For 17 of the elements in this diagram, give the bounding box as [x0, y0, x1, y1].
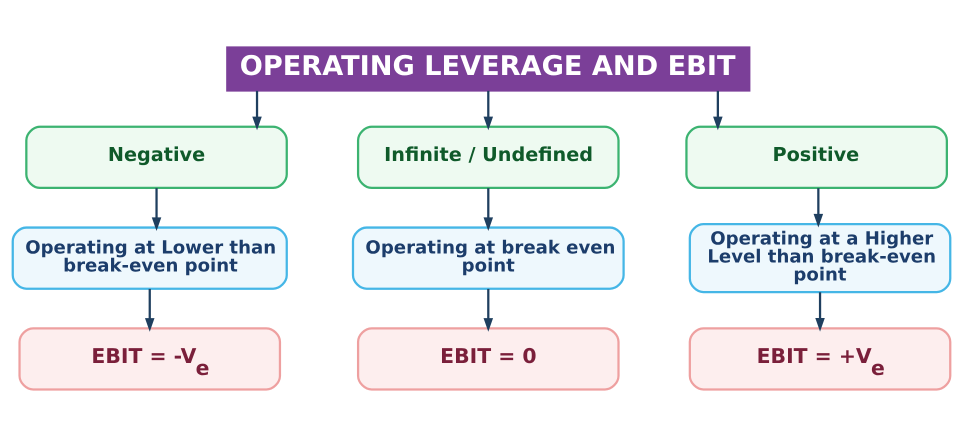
node-box: Positive	[685, 126, 948, 190]
arrow	[815, 292, 825, 332]
node-box: Operating at a Higher Level than break-even point	[688, 223, 952, 294]
arrow	[152, 188, 162, 231]
arrow	[144, 288, 155, 332]
arrow	[713, 90, 723, 130]
node-box: EBIT = 0	[356, 327, 620, 391]
arrow	[484, 288, 494, 332]
node-box: Operating at Lower than break-even point	[12, 226, 288, 290]
arrow	[814, 188, 824, 228]
arrow	[252, 90, 262, 130]
node-box: OPERATING LEVERAGE AND EBIT	[226, 46, 750, 92]
node-box: Infinite / Undefined	[356, 126, 620, 190]
arrow	[484, 188, 494, 231]
node-box: Operating at break even point	[352, 226, 625, 290]
node-box: Negative	[25, 126, 288, 190]
arrow	[484, 90, 494, 130]
